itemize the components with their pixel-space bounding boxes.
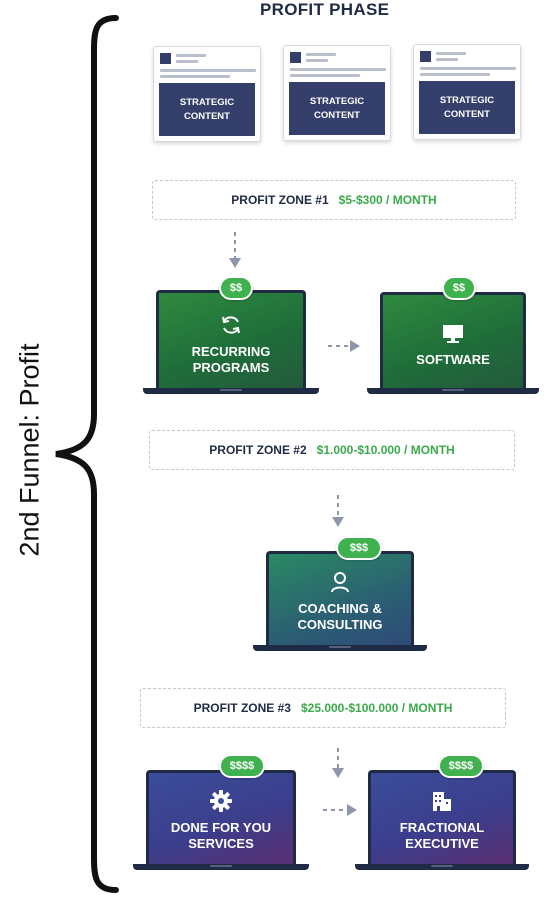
content-card: STRATEGIC CONTENT: [413, 44, 521, 140]
text-line: [420, 67, 516, 70]
text-line: [306, 59, 328, 62]
text-line: [290, 68, 386, 71]
text-line: [176, 54, 206, 57]
text-line: [176, 60, 198, 63]
laptop-coaching-consulting: COACHING & CONSULTING: [253, 551, 427, 655]
price-badge: $$$: [336, 536, 382, 560]
zone-value: $25.000-$100.000 / MONTH: [300, 701, 453, 715]
monitor-icon: [443, 325, 463, 343]
text-line: [160, 75, 230, 78]
avatar-square: [420, 51, 431, 62]
avatar-square: [160, 53, 171, 64]
price-badge: $$$$: [438, 754, 484, 778]
profit-zone-3: PROFIT ZONE #3 $25.000-$100.000 / MONTH: [140, 688, 506, 728]
zone-label: PROFIT ZONE #3: [193, 701, 291, 715]
laptop-label: RECURRING PROGRAMS: [191, 344, 271, 375]
card-content-label: STRATEGIC CONTENT: [159, 83, 255, 136]
laptop-recurring-programs: RECURRING PROGRAMS: [143, 290, 319, 398]
building-icon: [433, 792, 451, 811]
avatar-square: [290, 52, 301, 63]
refresh-icon: [222, 316, 240, 334]
card-content-label: STRATEGIC CONTENT: [419, 81, 515, 134]
profit-zone-2: PROFIT ZONE #2 $1.000-$10.000 / MONTH: [149, 430, 515, 470]
side-label: 2nd Funnel: Profit: [14, 343, 45, 557]
zone-label: PROFIT ZONE #2: [209, 443, 307, 457]
zone-value: $5-$300 / MONTH: [338, 193, 437, 207]
text-line: [290, 74, 360, 77]
person-icon: [331, 572, 349, 593]
laptop-label: SOFTWARE: [416, 352, 490, 367]
down-arrow: [229, 232, 241, 268]
text-line: [306, 53, 336, 56]
content-card: STRATEGIC CONTENT: [153, 46, 261, 142]
right-arrow: [323, 804, 357, 816]
content-card: STRATEGIC CONTENT: [283, 45, 391, 141]
laptop-done-for-you-services: DONE FOR YOU SERVICES: [133, 770, 309, 874]
phase-title: PROFIT PHASE: [260, 0, 390, 19]
price-badge: $$: [219, 276, 253, 300]
curly-brace: [55, 15, 119, 893]
laptop-label: DONE FOR YOU SERVICES: [170, 820, 272, 851]
laptop-fractional-executive: FRACTIONAL EXECUTIVE: [355, 770, 529, 874]
zone-label: PROFIT ZONE #1: [231, 193, 329, 207]
text-line: [420, 73, 490, 76]
laptop-label: COACHING & CONSULTING: [297, 601, 383, 632]
laptop-label: FRACTIONAL EXECUTIVE: [399, 820, 485, 851]
laptop-software: SOFTWARE: [367, 292, 539, 398]
text-line: [436, 58, 458, 61]
down-arrow: [332, 495, 344, 527]
text-line: [160, 69, 256, 72]
profit-zone-1: PROFIT ZONE #1 $5-$300 / MONTH: [152, 180, 516, 220]
gear-icon: [210, 790, 232, 812]
price-badge: $$: [442, 276, 476, 300]
zone-value: $1.000-$10.000 / MONTH: [316, 443, 455, 457]
down-arrow: [332, 748, 344, 778]
price-badge: $$$$: [219, 754, 265, 778]
right-arrow: [328, 340, 360, 352]
text-line: [436, 52, 466, 55]
card-content-label: STRATEGIC CONTENT: [289, 82, 385, 135]
